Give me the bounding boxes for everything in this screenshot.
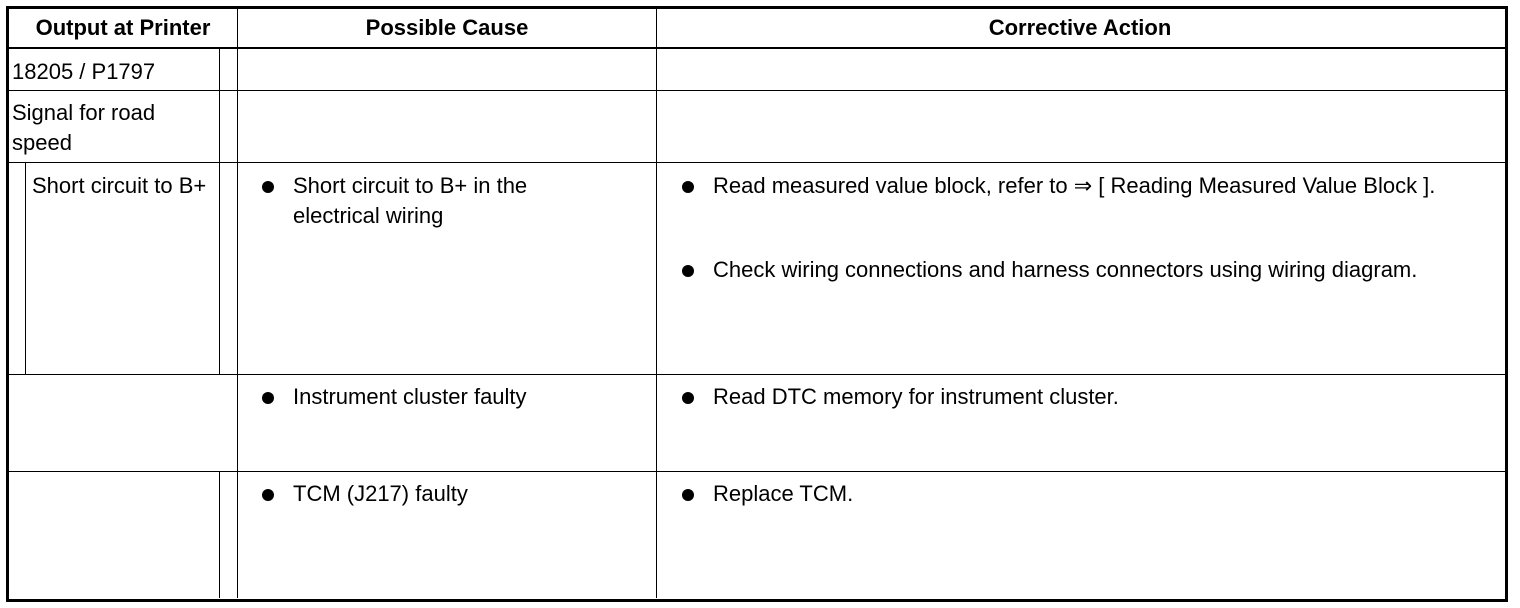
fault-label: Short circuit to B+ (32, 173, 207, 198)
table-frame (6, 6, 1508, 602)
bullet-icon (262, 181, 274, 193)
column-divider (656, 8, 657, 598)
column-divider (25, 163, 26, 374)
bullet-icon (682, 392, 694, 404)
bullet-icon (262, 489, 274, 501)
dtc-code: 18205 / P1797 (12, 59, 156, 84)
cause-text: TCM (J217) faulty (293, 481, 468, 506)
cause-text: Short circuit to B+ in the electrical wi… (293, 173, 528, 228)
column-divider (219, 48, 220, 374)
bullet-icon (682, 181, 694, 193)
header-divider (8, 47, 1506, 49)
action-text: Replace TCM. (713, 481, 854, 506)
header-output: Output at Printer (35, 15, 211, 40)
header-action: Corrective Action (988, 15, 1172, 40)
row-divider (8, 162, 1506, 163)
signal-label: Signal for road speed (12, 100, 156, 155)
cause-text: Instrument cluster faulty (293, 384, 527, 409)
header-cause: Possible Cause (365, 15, 529, 40)
action-text: Check wiring connections and harness con… (713, 257, 1418, 282)
bullet-icon (682, 489, 694, 501)
row-divider (8, 471, 1506, 472)
bullet-icon (682, 265, 694, 277)
column-divider (237, 8, 238, 598)
action-text: Read DTC memory for instrument cluster. (713, 384, 1119, 409)
row-divider (8, 90, 1506, 91)
column-divider (219, 472, 220, 598)
action-text: Read measured value block, refer to ⇒ [ … (713, 173, 1436, 198)
row-divider (8, 374, 1506, 375)
bullet-icon (262, 392, 274, 404)
